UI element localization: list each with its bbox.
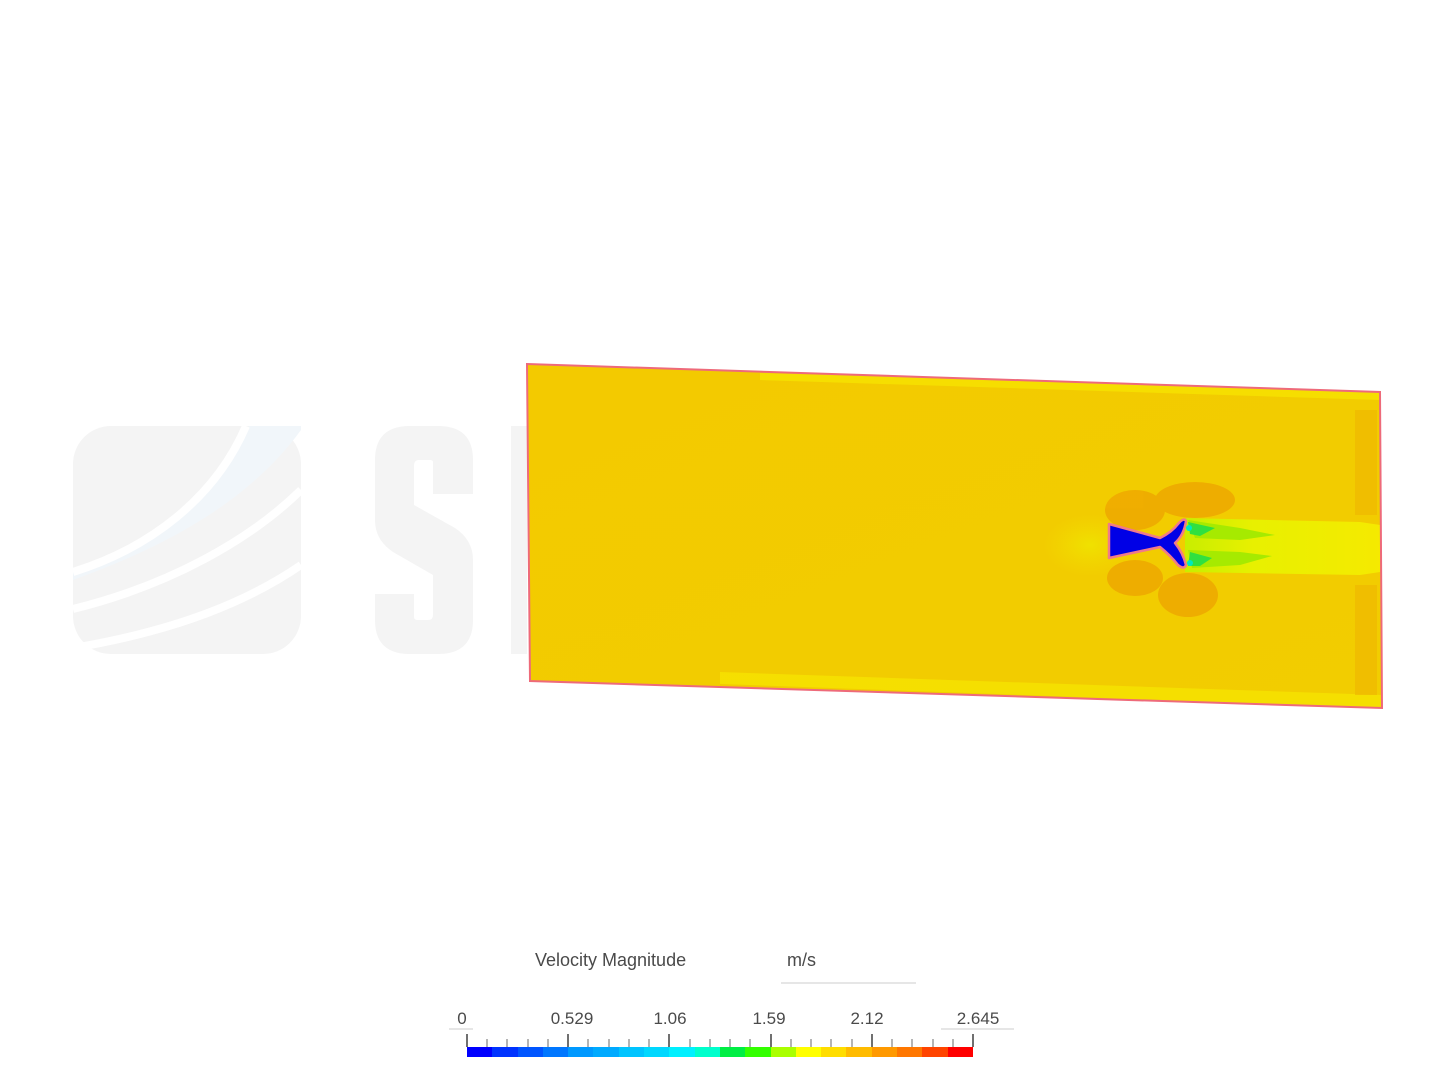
colorbar-segment [846, 1047, 872, 1057]
colorbar-segment [719, 1047, 746, 1057]
wake-region [1185, 518, 1380, 575]
color-legend: Velocity Magnitude m/s 0 0.529 1.06 1.59… [440, 940, 1020, 1070]
legend-unit[interactable]: m/s [787, 950, 816, 970]
colorbar-segment [897, 1047, 923, 1057]
colorbar-segment [492, 1047, 518, 1057]
colorbar [467, 1047, 973, 1057]
fish-tail-object[interactable] [1107, 518, 1188, 569]
minor-tick [891, 1039, 894, 1047]
minor-tick [911, 1039, 914, 1047]
minor-tick [729, 1039, 732, 1047]
min-label-underline [449, 1028, 473, 1030]
colorbar-segment [568, 1047, 594, 1057]
tick-label-0: 0 [457, 1009, 467, 1028]
colorbar-segment [795, 1047, 822, 1057]
minor-tick [607, 1039, 610, 1047]
colorbar-segment [821, 1047, 847, 1057]
watermark-logo [71, 424, 527, 654]
colorbar-segment [542, 1047, 569, 1057]
colorbar-segment [947, 1047, 973, 1057]
colorbar-segment [871, 1047, 898, 1057]
colorbar-segment [593, 1047, 619, 1057]
tick-label-1: 0.529 [550, 1009, 594, 1028]
minor-tick [486, 1039, 489, 1047]
recirculation-zones [1105, 482, 1235, 617]
minor-tick [688, 1039, 691, 1047]
major-tick [668, 1034, 671, 1047]
major-tick [567, 1034, 570, 1047]
unit-underline [781, 982, 916, 984]
minor-tick [708, 1039, 711, 1047]
minor-tick [627, 1039, 630, 1047]
tick-label-2: 1.06 [653, 1009, 687, 1028]
minor-tick [951, 1039, 954, 1047]
legend-title: Velocity Magnitude [535, 950, 687, 970]
colorbar-segment [467, 1047, 493, 1057]
colorbar-segment [770, 1047, 796, 1057]
colorbar-segment [517, 1047, 543, 1057]
tick-label-4: 2.12 [850, 1009, 884, 1028]
minor-tick [546, 1039, 549, 1047]
colorbar-segment [644, 1047, 670, 1057]
colorbar-segment [618, 1047, 645, 1057]
colorbar-segment [669, 1047, 695, 1057]
minor-tick [789, 1039, 792, 1047]
simulation-domain[interactable] [525, 362, 1384, 710]
tick-label-5: 2.645 [956, 1009, 1000, 1028]
major-tick [769, 1034, 772, 1047]
colorbar-segment [745, 1047, 771, 1057]
colorbar-ticks [466, 1034, 974, 1047]
max-label-underline [941, 1028, 1014, 1030]
minor-tick [749, 1039, 752, 1047]
major-tick [466, 1034, 468, 1047]
minor-tick [830, 1039, 833, 1047]
minor-tick [850, 1039, 853, 1047]
minor-tick [587, 1039, 590, 1047]
minor-tick [810, 1039, 813, 1047]
minor-tick [526, 1039, 529, 1047]
major-tick [870, 1034, 873, 1047]
minor-tick [506, 1039, 509, 1047]
colorbar-segment [922, 1047, 948, 1057]
major-tick [972, 1034, 974, 1047]
minor-tick [931, 1039, 934, 1047]
tick-label-3: 1.59 [752, 1009, 786, 1028]
minor-tick [648, 1039, 651, 1047]
colorbar-segment [694, 1047, 720, 1057]
